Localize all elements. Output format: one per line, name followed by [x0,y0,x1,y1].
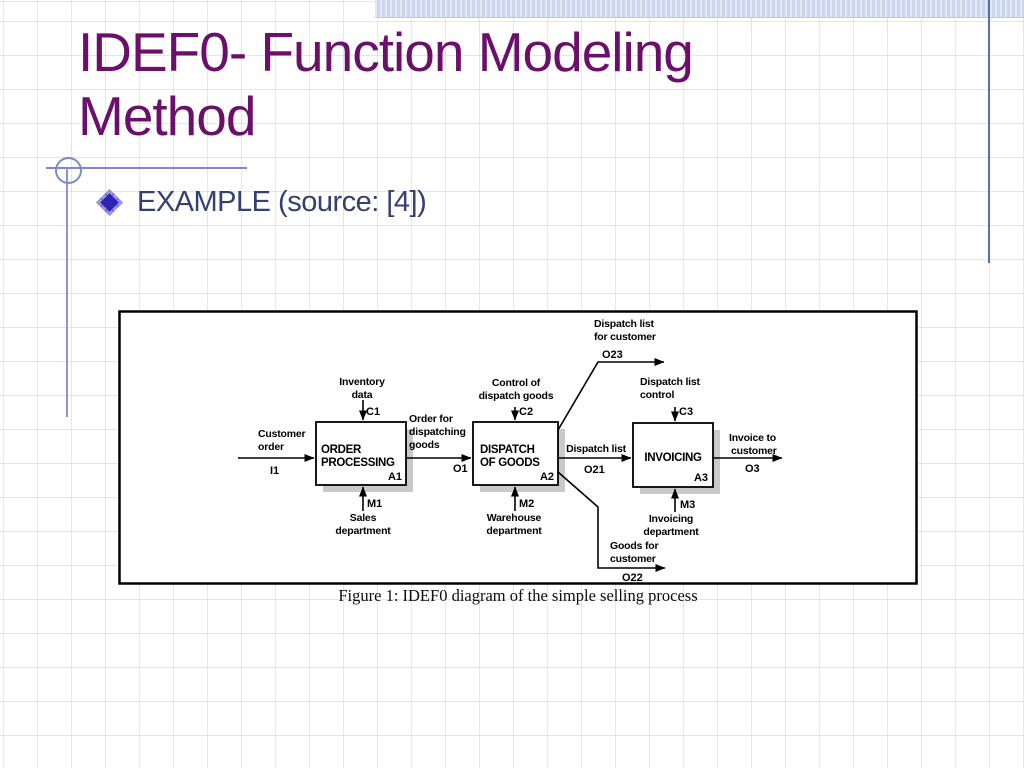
label-c3-line1: Dispatch list [640,376,701,388]
label-o1-line2: dispatching [409,426,466,438]
box-a1-code: A1 [388,471,402,483]
label-m3-line2: department [643,526,699,538]
box-a3-rect [632,422,714,488]
label-o21-code: O21 [584,464,605,476]
idef0-figure: ORDER PROCESSING A1 DISPATCH OF GOODS A2… [118,310,918,585]
bullet-text: EXAMPLE (source: [4]) [137,186,427,218]
label-m2-code: M2 [519,498,534,510]
label-o22-line2: customer [610,553,656,565]
figure-caption: Figure 1: IDEF0 diagram of the simple se… [338,586,698,605]
label-o3-line2: customer [731,445,777,457]
label-m1-line2: department [335,525,391,537]
label-c1-line2: data [352,389,373,401]
right-accent-line [988,0,990,263]
page-title-line2: Method [78,85,256,147]
label-m2-line2: department [486,525,542,537]
label-o23-line1: Dispatch list [594,318,655,330]
box-a1-label-line2: PROCESSING [321,457,395,469]
label-o21-line1: Dispatch list [566,443,627,455]
label-c1-code: C1 [366,406,380,418]
label-c2-line1: Control of [492,377,541,389]
circle-motif-icon [55,157,82,184]
label-c2-code: C2 [519,406,533,418]
label-i1-code: I1 [270,465,279,477]
label-o22-line1: Goods for [610,540,658,552]
label-m1-code: M1 [367,498,382,510]
arrow-o23 [557,358,665,431]
label-c2-line2: dispatch goods [479,390,554,402]
label-c3-line2: control [640,389,674,401]
arrow-o22 [557,471,666,572]
label-o1-line1: Order for [409,413,453,425]
label-m3-code: M3 [680,499,695,511]
box-a2: DISPATCH OF GOODS A2 [472,421,559,486]
label-o3-code: O3 [745,463,760,475]
box-a3: INVOICING A3 [632,422,714,488]
box-a3-code: A3 [694,472,708,484]
page-title-line1: IDEF0- Function Modeling [78,21,694,83]
label-m2-line1: Warehouse [487,512,542,524]
page-title: IDEF0- Function Modeling Method [78,20,958,148]
box-a1-rect [315,421,407,486]
diamond-bullet-icon [96,189,123,216]
label-c3-code: C3 [679,406,693,418]
box-a3-label: INVOICING [644,452,702,464]
box-a1-label-line1: ORDER [321,444,362,456]
bullet-item: EXAMPLE (source: [4]) [94,186,427,219]
left-accent-line [66,168,68,417]
box-a1: ORDER PROCESSING A1 [315,421,407,486]
label-o1-line3: goods [409,439,440,451]
box-a2-rect [472,421,559,486]
label-o22-code: O22 [622,572,643,584]
label-o3-line1: Invoice to [729,432,776,444]
label-i1-line1: Customer [258,428,306,440]
label-i1-line2: order [258,441,284,453]
box-a2-label-line1: DISPATCH [480,444,535,456]
box-a2-label-line2: OF GOODS [480,457,540,469]
box-a2-code: A2 [540,471,554,483]
label-m3-line1: Invoicing [649,513,693,525]
label-m1-line1: Sales [350,512,377,524]
label-o23-line2: for customer [594,331,656,343]
title-underline [46,167,247,169]
label-o23-code: O23 [602,349,623,361]
label-c1-line1: Inventory [339,376,385,388]
label-o1-code: O1 [453,463,468,475]
top-decorative-band [375,0,1024,18]
